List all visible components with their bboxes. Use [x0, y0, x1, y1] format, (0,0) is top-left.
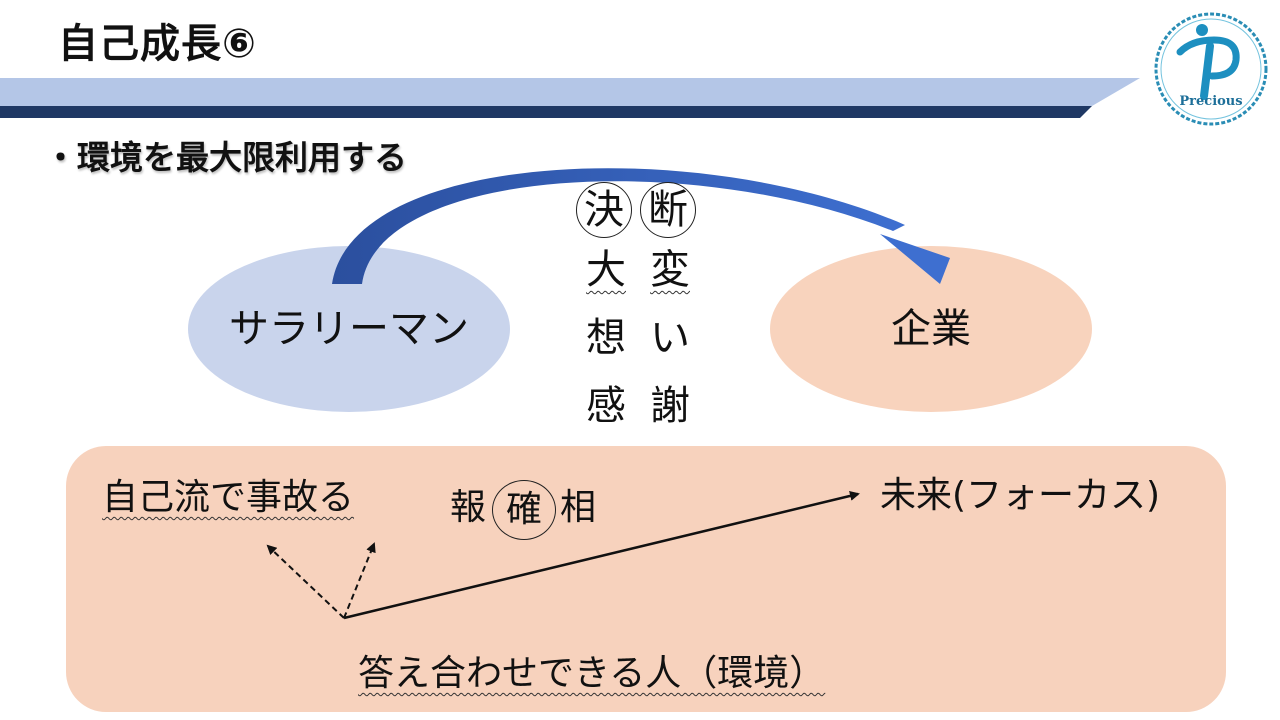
- report-kanji-3: 相: [560, 487, 597, 528]
- future-focus-text: 未来(フォーカス): [880, 475, 1161, 516]
- header-band-light: [0, 78, 1140, 106]
- kanji-right-4: 謝: [650, 383, 690, 429]
- salaryman-ellipse: サラリーマン: [188, 246, 510, 412]
- self-style-text: 自己流で事故る: [102, 477, 355, 518]
- dashed-arrow-left: [266, 544, 345, 619]
- answer-checking-text: 答え合わせできる人（環境）: [358, 653, 826, 694]
- logo-text: Precious: [1179, 94, 1242, 109]
- bullet-heading: ・環境を最大限利用する: [44, 138, 407, 177]
- header-band-dark: [0, 106, 1092, 118]
- dashed-arrow-right: [343, 542, 376, 619]
- logo-icon: Precious: [1154, 12, 1268, 126]
- precious-logo: Precious: [1152, 10, 1270, 128]
- company-label: 企業: [891, 306, 971, 352]
- salaryman-label: サラリーマン: [229, 306, 469, 352]
- report-kanji-1: 報: [450, 487, 487, 528]
- kanji-left-2: 大: [586, 247, 626, 293]
- kanji-right-2: 変: [650, 247, 690, 293]
- report-kanji-2: 確: [492, 480, 556, 540]
- future-arrow: [343, 491, 860, 620]
- header-band: [0, 78, 1140, 118]
- arc-arrowhead: [880, 234, 950, 284]
- slide-title: 自己成長⑥: [58, 21, 257, 67]
- kanji-left-3: 想: [586, 315, 626, 361]
- environment-box: [66, 446, 1226, 712]
- kanji-right-1: 断: [640, 182, 696, 238]
- kanji-left-4: 感: [586, 383, 626, 429]
- company-ellipse: 企業: [770, 246, 1092, 412]
- kanji-left-1: 決: [576, 182, 632, 238]
- kanji-right-3: い: [650, 315, 690, 361]
